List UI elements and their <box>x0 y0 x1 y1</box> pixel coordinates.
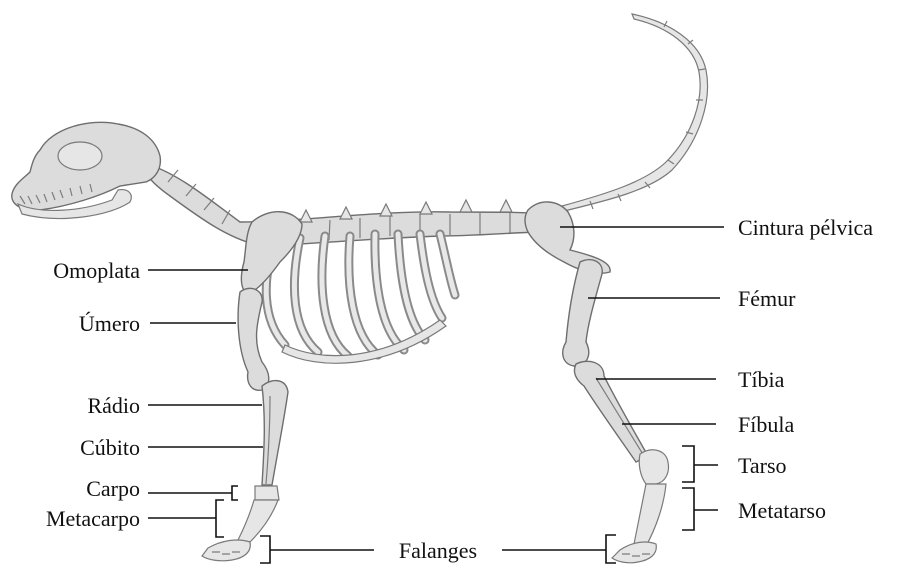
falanges-bracket-right <box>502 535 616 563</box>
label-radio: Rádio <box>87 393 140 418</box>
label-cubito: Cúbito <box>80 435 140 460</box>
label-cintura-pelvica: Cintura pélvica <box>738 215 873 240</box>
front-leg <box>202 212 302 561</box>
metatarso-bracket <box>682 488 718 530</box>
metacarpo-bracket <box>148 500 224 537</box>
label-umero: Úmero <box>79 311 140 336</box>
tail-bones <box>560 14 708 212</box>
label-tarso: Tarso <box>738 453 787 478</box>
label-omoplata: Omoplata <box>53 258 140 283</box>
label-carpo: Carpo <box>86 476 140 501</box>
label-tibia: Tíbia <box>738 367 785 392</box>
label-metatarso: Metatarso <box>738 498 826 523</box>
falanges-bracket-left <box>260 536 374 563</box>
label-metacarpo: Metacarpo <box>46 506 140 531</box>
label-femur: Fémur <box>738 286 796 311</box>
skull <box>12 122 161 218</box>
carpo-bracket <box>148 486 238 500</box>
label-fibula: Fíbula <box>738 412 794 437</box>
rib-cage <box>266 234 455 363</box>
leader-lines <box>148 227 724 563</box>
labels: Omoplata Úmero Rádio Cúbito Carpo Metaca… <box>46 215 873 563</box>
hind-leg <box>525 202 669 563</box>
label-falanges: Falanges <box>399 538 477 563</box>
tarso-bracket <box>682 446 718 482</box>
